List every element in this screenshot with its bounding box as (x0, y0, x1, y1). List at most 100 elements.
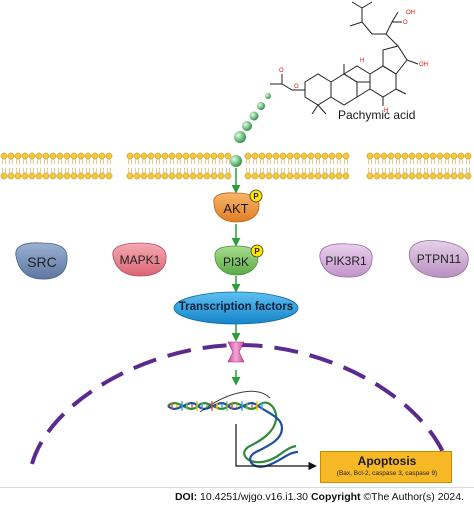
lipid-head (168, 172, 176, 180)
lipid-head (422, 152, 430, 160)
lipid-head (42, 172, 50, 180)
lipid-head (342, 152, 350, 160)
lipid-head (105, 172, 113, 180)
apoptosis-markers: (Bax, Bcl-2, caspase 3, caspase 9) (336, 470, 438, 477)
lipid-head (56, 172, 64, 180)
lipid-head (293, 172, 301, 180)
lipid-head (286, 152, 294, 160)
lipid-head (457, 172, 465, 180)
copyright-value: ©The Author(s) 2024. (360, 491, 464, 503)
lipid-head (307, 172, 315, 180)
lipid-head (0, 172, 8, 180)
lipid-head (189, 172, 197, 180)
lipid-head (258, 172, 266, 180)
cell-membrane (0, 152, 472, 180)
ptpn11-protein (408, 240, 469, 278)
lipid-head (307, 152, 315, 160)
lipid-head (415, 172, 423, 180)
lipid-head (217, 172, 225, 180)
lipid-head (272, 172, 280, 180)
lipid-head (35, 152, 43, 160)
lipid-head (7, 172, 15, 180)
lipid-head (394, 172, 402, 180)
lipid-head (182, 172, 190, 180)
lipid-head (408, 172, 416, 180)
lipid-head (450, 172, 458, 180)
lipid-head (328, 152, 336, 160)
lipid-head (321, 152, 329, 160)
lipid-head (147, 172, 155, 180)
lipid-head (196, 152, 204, 160)
transcription-factors-label: Transcription factors (178, 301, 294, 313)
lipid-head (70, 172, 78, 180)
lipid-head (401, 152, 409, 160)
lipid-head (203, 152, 211, 160)
lipid-head (401, 172, 409, 180)
lipid-head (0, 152, 8, 160)
lipid-head (21, 172, 29, 180)
lipid-head (56, 152, 64, 160)
lipid-head (443, 172, 451, 180)
src-protein (15, 242, 68, 280)
lipid-head (300, 172, 308, 180)
ligand-sphere (265, 93, 271, 99)
lipid-head (380, 172, 388, 180)
svg-text:H: H (384, 108, 388, 114)
lipid-head (415, 152, 423, 160)
lipid-head (380, 152, 388, 160)
apoptosis-title: Apoptosis (357, 454, 417, 468)
lipid-head (49, 152, 57, 160)
mapk1-protein (112, 242, 167, 277)
lipid-head (14, 152, 22, 160)
lipid-head (258, 152, 266, 160)
lipid-head (175, 172, 183, 180)
pik3r1-protein (319, 243, 373, 278)
lipid-head (14, 172, 22, 180)
lipid-head (63, 152, 71, 160)
apoptosis-box: Apoptosis (Bax, Bcl-2, caspase 3, caspas… (320, 451, 452, 483)
svg-text:O: O (294, 84, 299, 90)
lipid-head (464, 152, 472, 160)
ptpn11-label: PTPN11 (416, 252, 462, 266)
lipid-head (314, 172, 322, 180)
lipid-head (265, 152, 273, 160)
ligand-sphere (257, 102, 265, 110)
lipid-head (91, 152, 99, 160)
lipid-head (279, 152, 287, 160)
doi-value: 10.4251/wjgo.v16.i1.30 (197, 491, 311, 503)
lipid-head (464, 172, 472, 180)
lipid-head (335, 152, 343, 160)
lipid-head (84, 172, 92, 180)
arrow-dna-to-apoptosis (235, 424, 317, 471)
membrane-segment (366, 152, 472, 180)
lipid-head (98, 152, 106, 160)
akt-phospho-badge (249, 189, 263, 203)
compound-label: Pachymic acid (338, 108, 416, 122)
lipid-head (217, 152, 225, 160)
lipid-head (251, 152, 259, 160)
svg-text:OH: OH (419, 62, 428, 68)
lipid-head (175, 152, 183, 160)
ligand-spheres (230, 93, 271, 167)
lipid-head (224, 152, 232, 160)
lipid-head (210, 152, 218, 160)
lipid-head (300, 152, 308, 160)
lipid-head (251, 172, 259, 180)
lipid-head (91, 172, 99, 180)
lipid-head (286, 172, 294, 180)
lipid-head (21, 152, 29, 160)
lipid-head (429, 152, 437, 160)
lipid-head (182, 152, 190, 160)
lipid-head (436, 152, 444, 160)
lipid-head (63, 172, 71, 180)
lipid-head (70, 152, 78, 160)
akt-phospho-label: P (253, 192, 259, 201)
lipid-head (314, 152, 322, 160)
lipid-head (126, 172, 134, 180)
svg-text:O: O (403, 20, 408, 26)
lipid-head (224, 172, 232, 180)
src-label: SRC (27, 254, 57, 270)
akt-protein (213, 192, 260, 223)
svg-text:H: H (360, 58, 364, 64)
